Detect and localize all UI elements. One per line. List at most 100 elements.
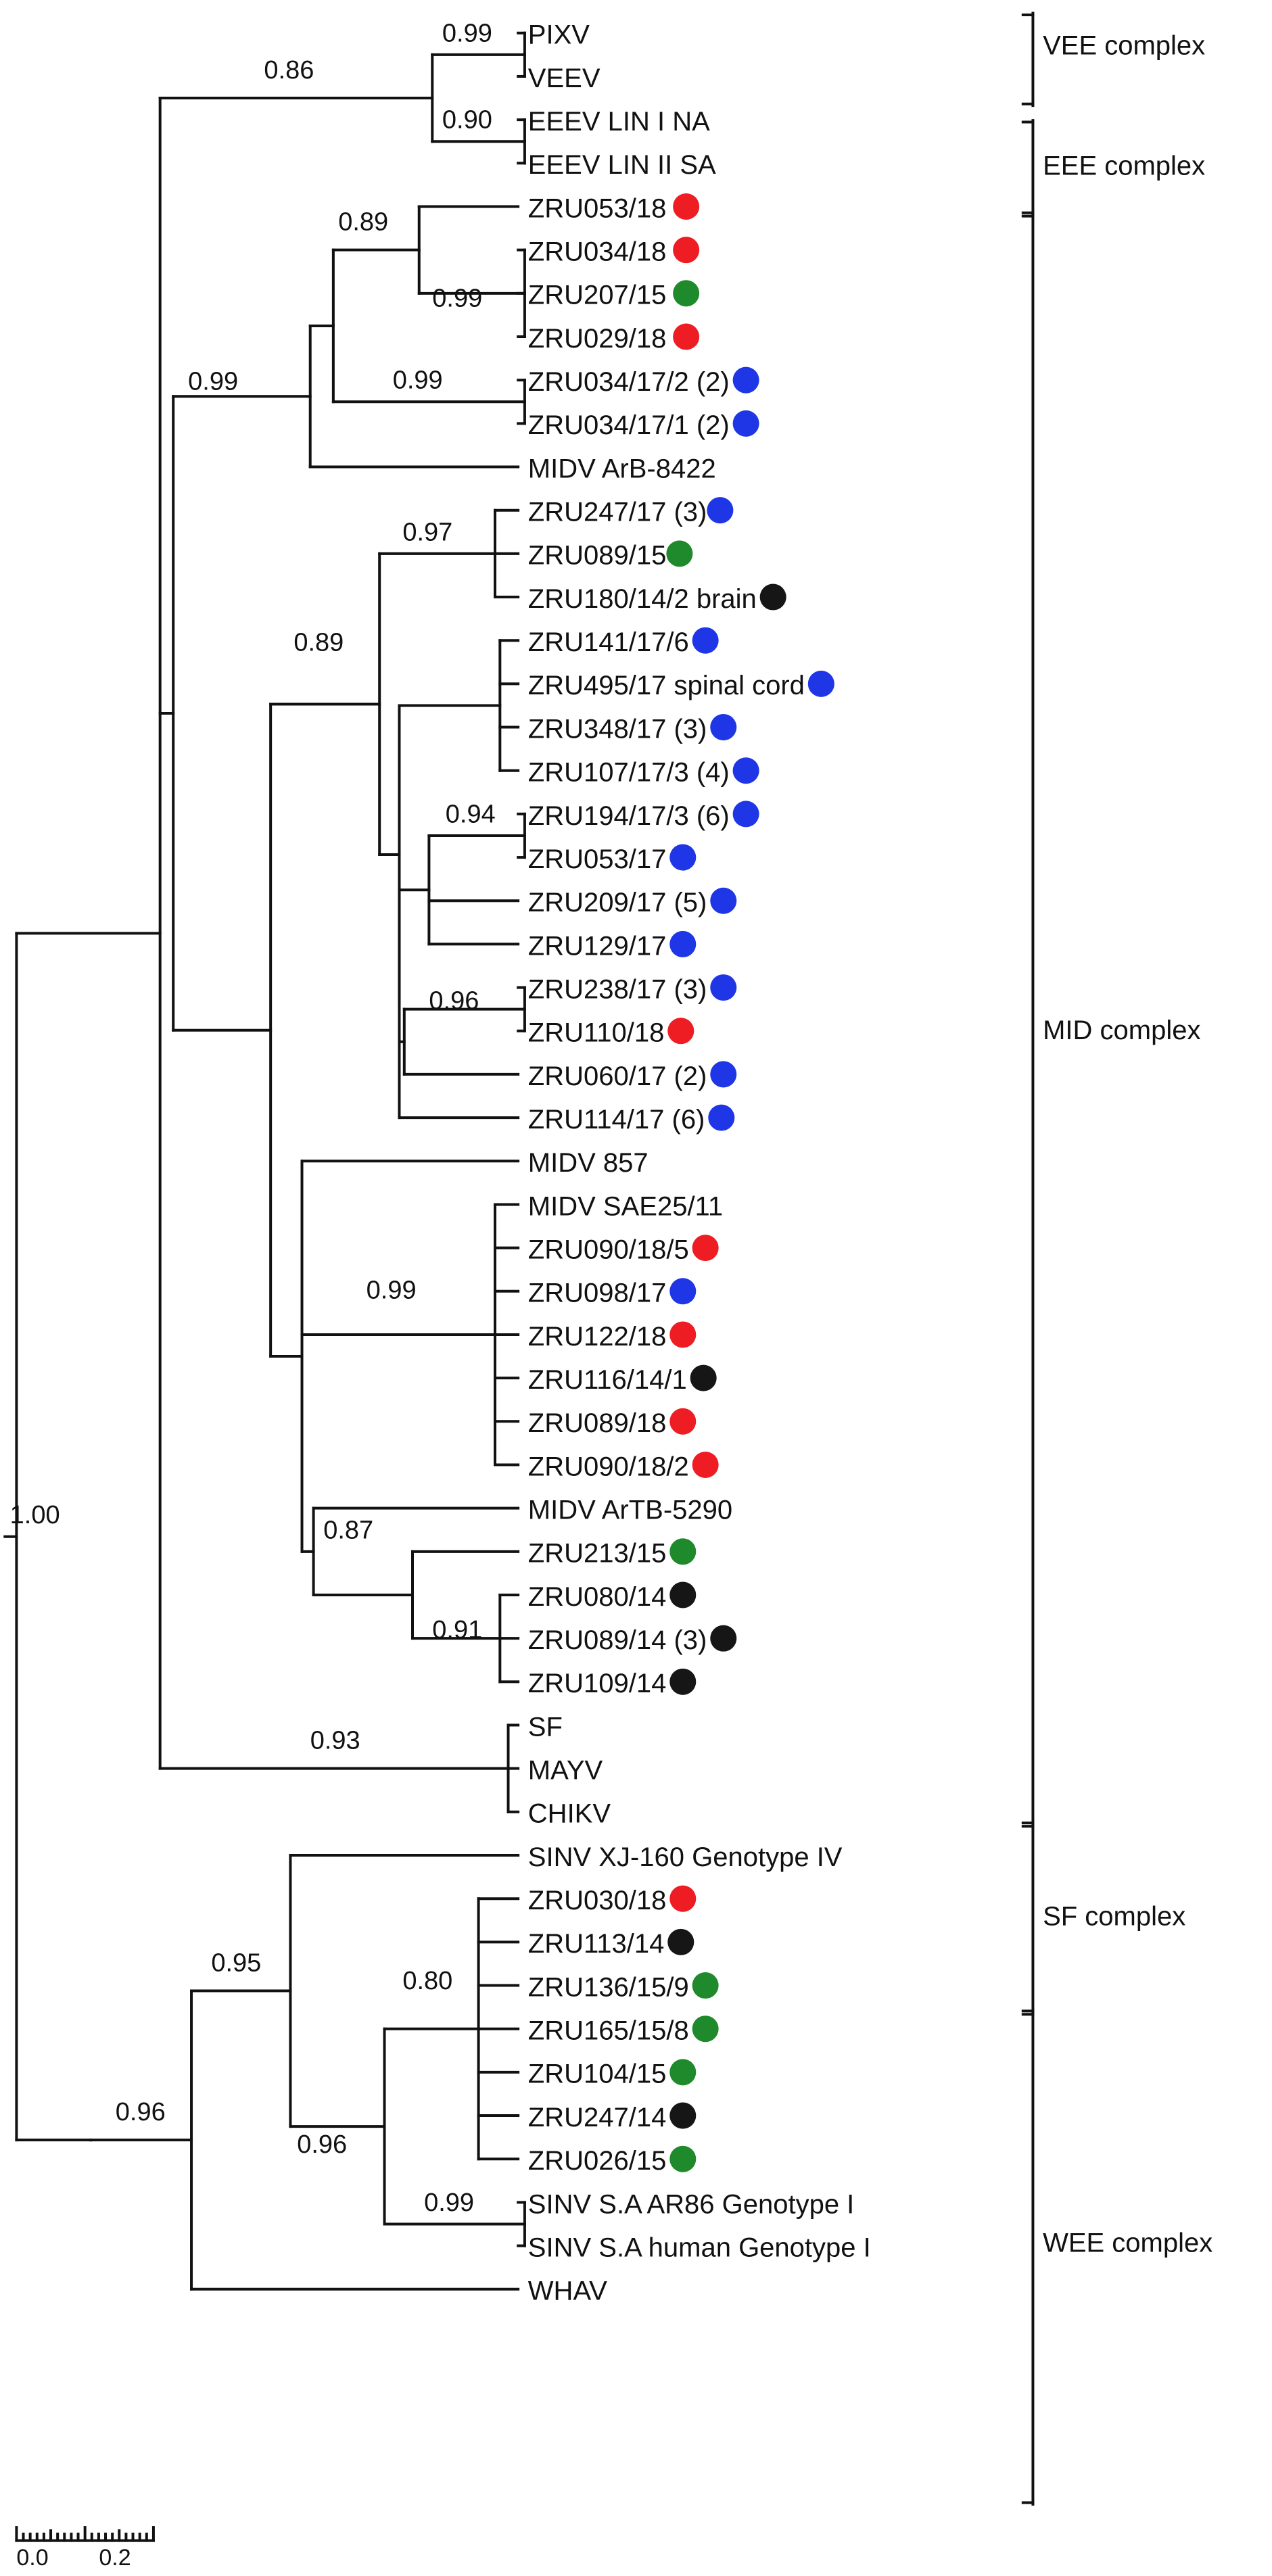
scale-end-label: 0.2 — [99, 2545, 131, 2571]
leaf-label: ZRU165/15/8 — [528, 2016, 689, 2046]
leaf-label: ZRU213/15 — [528, 1539, 667, 1569]
leaf-label: ZRU053/18 — [528, 193, 667, 223]
blue-sample-dot — [710, 714, 737, 741]
leaf-label: ZRU026/15 — [528, 2146, 667, 2176]
red-sample-dot — [669, 1321, 697, 1348]
leaf-label: ZRU136/15/9 — [528, 1972, 689, 2002]
leaf-label: ZRU098/17 — [528, 1279, 667, 1308]
leaf-label: ZRU080/14 — [528, 1582, 667, 1612]
leaf-label: MIDV SAE25/11 — [528, 1191, 723, 1221]
support-value: 0.96 — [297, 2130, 347, 2159]
blue-sample-dot — [807, 670, 834, 697]
leaf-label: ZRU029/18 — [528, 324, 667, 354]
leaf-label: ZRU116/14/1 — [528, 1365, 687, 1395]
leaf-label: ZRU141/17/6 — [528, 627, 689, 657]
leaf-label: ZRU034/18 — [528, 237, 667, 267]
support-value: 0.95 — [211, 1949, 261, 1977]
black-sample-dot — [667, 1928, 694, 1955]
black-sample-dot — [669, 2102, 697, 2129]
red-sample-dot — [692, 1451, 719, 1478]
blue-sample-dot — [669, 1278, 697, 1305]
leaf-label: EEEV LIN II SA — [528, 150, 716, 180]
leaf-label: ZRU122/18 — [528, 1322, 667, 1352]
scale-bar: 0.0 0.2 — [15, 2526, 155, 2571]
black-sample-dot — [710, 1625, 737, 1652]
blue-sample-dot — [707, 497, 734, 524]
blue-sample-dot — [708, 1104, 735, 1131]
leaf-label: ZRU114/17 (6) — [528, 1105, 705, 1135]
support-value: 0.99 — [442, 19, 492, 47]
leaf-label: SINV XJ-160 Genotype IV — [528, 1842, 843, 1872]
leaf-label: ZRU104/15 — [528, 2059, 667, 2089]
leaf-label: MIDV ArTB-5290 — [528, 1496, 732, 1525]
blue-sample-dot — [732, 366, 759, 393]
red-sample-dot — [673, 193, 700, 220]
leaf-label: SINV S.A AR86 Genotype I — [528, 2189, 855, 2219]
leaf-label: MIDV ArB-8422 — [528, 454, 716, 483]
leaf-label: ZRU107/17/3 (4) — [528, 758, 730, 788]
leaf-label: SF — [528, 1712, 563, 1742]
complex-label: VEE complex — [1043, 31, 1205, 61]
root-support-value: 1.00 — [10, 1501, 60, 1529]
green-sample-dot — [666, 540, 693, 567]
support-value: 0.97 — [402, 518, 452, 546]
leaf-label: ZRU090/18/5 — [528, 1235, 689, 1264]
leaf-label: SINV S.A human Genotype I — [528, 2233, 871, 2262]
leaf-label: ZRU247/17 (3) — [528, 498, 707, 527]
black-sample-dot — [669, 1668, 697, 1695]
leaf-label: ZRU030/18 — [528, 1886, 667, 1915]
tree-branches — [3, 31, 526, 2291]
support-value: 0.96 — [116, 2098, 166, 2126]
leaf-label: ZRU113/14 — [528, 1929, 665, 1959]
blue-sample-dot — [710, 974, 737, 1001]
support-value: 0.86 — [264, 56, 314, 85]
support-value: 0.96 — [429, 987, 479, 1016]
green-sample-dot — [673, 280, 700, 307]
green-sample-dot — [669, 2059, 697, 2086]
leaf-label: ZRU060/17 (2) — [528, 1062, 707, 1091]
red-sample-dot — [692, 1235, 719, 1262]
blue-sample-dot — [732, 801, 759, 828]
leaf-label: ZRU089/18 — [528, 1408, 667, 1438]
green-sample-dot — [669, 2145, 697, 2172]
leaf-label: ZRU194/17/3 (6) — [528, 801, 730, 831]
leaf-label: ZRU110/18 — [528, 1018, 665, 1048]
support-value: 0.93 — [310, 1726, 360, 1755]
support-value: 0.91 — [432, 1616, 482, 1644]
support-value: 0.99 — [188, 367, 238, 396]
scale-start-label: 0.0 — [16, 2545, 48, 2571]
leaf-label: ZRU495/17 spinal cord — [528, 671, 805, 700]
complex-label: EEE complex — [1043, 151, 1205, 181]
leaf-label: ZRU129/17 — [528, 931, 667, 961]
tree-labels: 0.990.900.860.990.890.990.990.970.940.96… — [10, 19, 871, 2306]
leaf-label: ZRU089/14 (3) — [528, 1625, 707, 1655]
leaf-label: ZRU180/14/2 brain — [528, 584, 757, 614]
leaf-label: WHAV — [528, 2276, 607, 2306]
support-value: 0.99 — [424, 2189, 474, 2217]
leaf-label: ZRU034/17/1 (2) — [528, 410, 730, 440]
red-sample-dot — [669, 1885, 697, 1912]
red-sample-dot — [673, 323, 700, 350]
support-value: 0.99 — [393, 366, 443, 395]
sample-dots — [666, 193, 834, 2172]
complex-label: WEE complex — [1043, 2228, 1212, 2258]
support-value: 0.99 — [432, 284, 482, 312]
red-sample-dot — [673, 237, 700, 264]
support-value: 0.99 — [367, 1276, 417, 1304]
blue-sample-dot — [732, 757, 759, 784]
green-sample-dot — [692, 2016, 719, 2043]
leaf-label: ZRU348/17 (3) — [528, 714, 707, 744]
black-sample-dot — [690, 1364, 717, 1391]
leaf-label: ZRU109/14 — [528, 1669, 667, 1698]
black-sample-dot — [759, 583, 786, 611]
leaf-label: PIXV — [528, 20, 590, 50]
leaf-label: ZRU053/17 — [528, 844, 667, 874]
support-value: 0.90 — [442, 106, 492, 135]
support-value: 0.94 — [446, 800, 496, 828]
leaf-label: ZRU238/17 (3) — [528, 974, 707, 1004]
complex-label: MID complex — [1043, 1016, 1200, 1045]
leaf-label: CHIKV — [528, 1799, 611, 1829]
blue-sample-dot — [692, 627, 719, 654]
